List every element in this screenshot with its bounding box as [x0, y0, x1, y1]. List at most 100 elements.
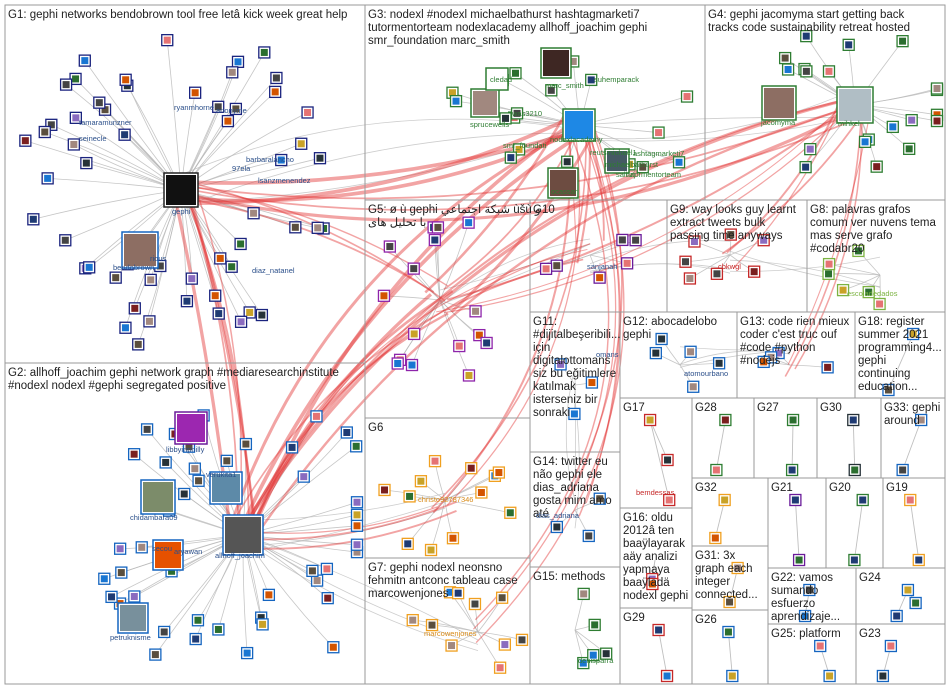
node-avatar [41, 128, 49, 136]
edge-g1-g4 [186, 113, 869, 211]
node-avatar [228, 68, 236, 76]
group-title-g16: yapmaya [623, 564, 670, 576]
node-avatar [542, 265, 550, 273]
node-avatar [224, 117, 232, 125]
node-avatar [675, 158, 683, 166]
group-title-g33: around [884, 415, 920, 427]
node-avatar [495, 469, 503, 477]
edge-g21 [794, 499, 800, 561]
edge-g10-g3 [576, 137, 591, 264]
edge-g3-g4 [579, 116, 856, 126]
group-title-g8: G8: palavras grafos [810, 204, 911, 216]
node-avatar [781, 54, 789, 62]
edge-g3 [579, 96, 688, 126]
edge-g9-g8 [729, 250, 881, 288]
group-title-g4: tracks code sustainability retreat hoste… [708, 22, 910, 34]
group-title-g2: #nodexl nodexl #gephi segregated positiv… [8, 380, 226, 392]
edge-g1-g4 [193, 105, 861, 222]
node-avatar [893, 612, 901, 620]
edge-g17 [649, 419, 670, 501]
group-title-g16: G16: oldu [623, 512, 673, 524]
edge-g2-g6 [242, 492, 446, 521]
node-avatar [687, 348, 695, 356]
node-avatar [343, 428, 351, 436]
node-avatar [802, 163, 810, 171]
node-avatar [214, 625, 222, 633]
edge-g27 [791, 419, 794, 471]
node-avatar [711, 534, 719, 542]
node-avatar [876, 300, 884, 308]
group-title-g26: G26 [695, 614, 717, 626]
marc-smith-node-avatar [543, 50, 569, 76]
group-title-g31: integer [695, 576, 730, 588]
edge-g2-g4 [242, 97, 853, 526]
group-title-g18: gephi [858, 355, 886, 367]
node-avatar [795, 556, 803, 564]
node-label: christo92787346 [418, 495, 473, 504]
edge-g1-g4 [177, 99, 866, 200]
node-avatar [156, 262, 164, 270]
node-label: cbkwgl [718, 262, 741, 271]
node-label: ryanmhorne [174, 103, 214, 112]
node-avatar [381, 486, 389, 494]
node-avatar [191, 89, 199, 97]
node-avatar [801, 612, 809, 620]
node-avatar [570, 410, 578, 418]
node-label: lsanzmenendez [258, 176, 311, 185]
group-title-g31: G31: 3x [695, 550, 736, 562]
node-label: dias_adriana [536, 511, 580, 520]
ocassar-node-avatar [550, 170, 576, 196]
group-title-g31: connected... [695, 589, 758, 601]
node-avatar [933, 111, 941, 119]
group-title-g14: G14: twitter eu [533, 456, 608, 468]
group-title-g13: #nodejs [740, 355, 781, 367]
node-label: gephi [172, 207, 191, 216]
node-avatar [825, 67, 833, 75]
node-avatar [477, 489, 485, 497]
node-avatar [465, 219, 473, 227]
node-avatar [826, 672, 834, 680]
petruknisme-node-avatar [120, 605, 146, 631]
edge-g5-g3 [424, 109, 569, 294]
node-avatar [145, 317, 153, 325]
nodexlacademy-node-avatar [565, 111, 593, 139]
group-box-g33 [880, 397, 946, 479]
node-avatar [483, 339, 491, 347]
node-avatar [101, 106, 109, 114]
node-avatar [81, 57, 89, 65]
node-avatar [713, 270, 721, 278]
node-avatar [29, 215, 37, 223]
node-avatar [409, 616, 417, 624]
node-avatar [639, 163, 647, 171]
node-avatar [232, 105, 240, 113]
node-avatar [775, 349, 783, 357]
edge-g1-g3 [180, 132, 581, 209]
node-avatar [455, 342, 463, 350]
group-title-g11: siz bu eğitimlere [533, 368, 616, 380]
node-avatar [618, 236, 626, 244]
group-title-g11: digitalottomans [533, 355, 611, 367]
node-avatar [131, 304, 139, 312]
node-avatar [160, 628, 168, 636]
node-avatar [314, 224, 322, 232]
node-avatar [116, 545, 124, 553]
node-avatar [449, 534, 457, 542]
group-title-g13: G13: code rien mieux [740, 316, 850, 328]
node-avatar [151, 651, 159, 659]
group-title-g8: mas serve grafo [810, 230, 892, 242]
node-avatar [849, 416, 857, 424]
node-avatar [839, 286, 847, 294]
allhoff-joachim-node-avatar [225, 517, 261, 553]
node-avatar [215, 310, 223, 318]
node-label: chidambara09 [130, 513, 178, 522]
cledad-node-avatar [488, 70, 506, 88]
node-avatar [760, 358, 768, 366]
node-avatar [259, 620, 267, 628]
node-avatar [291, 223, 299, 231]
group-title-g18: summer 2021 [858, 329, 928, 341]
edge-g1-g5 [171, 195, 435, 293]
node-avatar [648, 580, 656, 588]
node-avatar [658, 335, 666, 343]
node-avatar [665, 496, 673, 504]
red-edges [165, 93, 871, 644]
